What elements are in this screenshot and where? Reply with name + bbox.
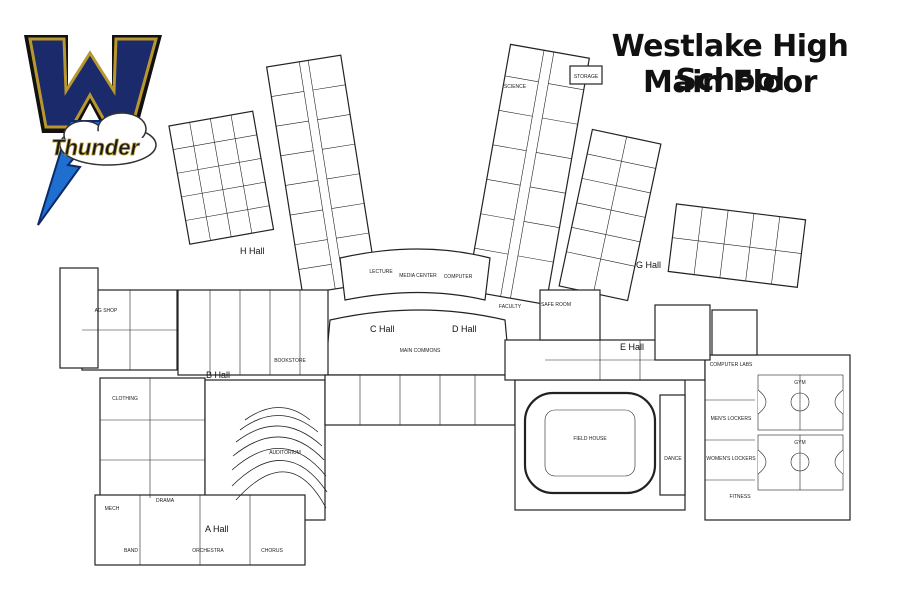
room-chorus: CHORUS (261, 548, 283, 554)
g-hall-wing-right (667, 203, 807, 288)
room-field-house: FIELD HOUSE (573, 436, 607, 442)
logo-text: Thunder (51, 135, 140, 160)
g-hall-wing-left (558, 128, 662, 302)
hall-label-b: B Hall (206, 370, 230, 380)
room-main-commons: MAIN COMMONS (400, 348, 441, 354)
map-subtitle: Main Floor (643, 65, 817, 100)
hall-label-h: H Hall (240, 246, 265, 256)
thunder-logo: Thunder (24, 35, 162, 226)
h-hall-wing (168, 110, 275, 245)
room-computer: COMPUTER (444, 274, 473, 280)
room-fitness: FITNESS (729, 494, 751, 500)
room-gym-north: GYM (794, 380, 805, 386)
room-science: SCIENCE (504, 84, 527, 90)
room-band: BAND (124, 548, 138, 554)
room-faculty: FACULTY (499, 304, 522, 310)
room-womens-lockers: WOMEN'S LOCKERS (706, 456, 756, 462)
room-computer-labs: COMPUTER LABS (710, 362, 753, 368)
room-clothing: CLOTHING (112, 396, 138, 402)
media-center-arc (339, 248, 491, 301)
room-auditorium: AUDITORIUM (269, 450, 301, 456)
hall-label-d: D Hall (452, 324, 477, 334)
map-title: Westlake High School (611, 29, 849, 98)
room-orchestra: ORCHESTRA (192, 548, 224, 554)
room-media-center: MEDIA CENTER (399, 273, 437, 279)
hall-label-a: A Hall (205, 524, 229, 534)
storage-room (569, 65, 603, 85)
room-dance: DANCE (664, 456, 682, 462)
room-safe-room: SAFE ROOM (541, 302, 571, 308)
room-lecture: LECTURE (369, 269, 393, 275)
d-hall-wing (466, 43, 591, 306)
hall-label-c: C Hall (370, 324, 395, 334)
c-hall-wing (265, 54, 378, 295)
room-mech: MECH (105, 506, 120, 512)
room-mens-lockers: MEN'S LOCKERS (711, 416, 752, 422)
commons-arc (324, 309, 511, 376)
room-bookstore: BOOKSTORE (274, 358, 306, 364)
auditorium-seating (231, 407, 328, 509)
room-storage: STORAGE (574, 74, 599, 80)
room-drama: DRAMA (156, 498, 175, 504)
hall-label-g: G Hall (636, 260, 661, 270)
hall-label-e: E Hall (620, 342, 644, 352)
room-gym-south: GYM (794, 440, 805, 446)
room-ag-shop: AG SHOP (95, 308, 118, 314)
logo-bolt (37, 120, 109, 226)
